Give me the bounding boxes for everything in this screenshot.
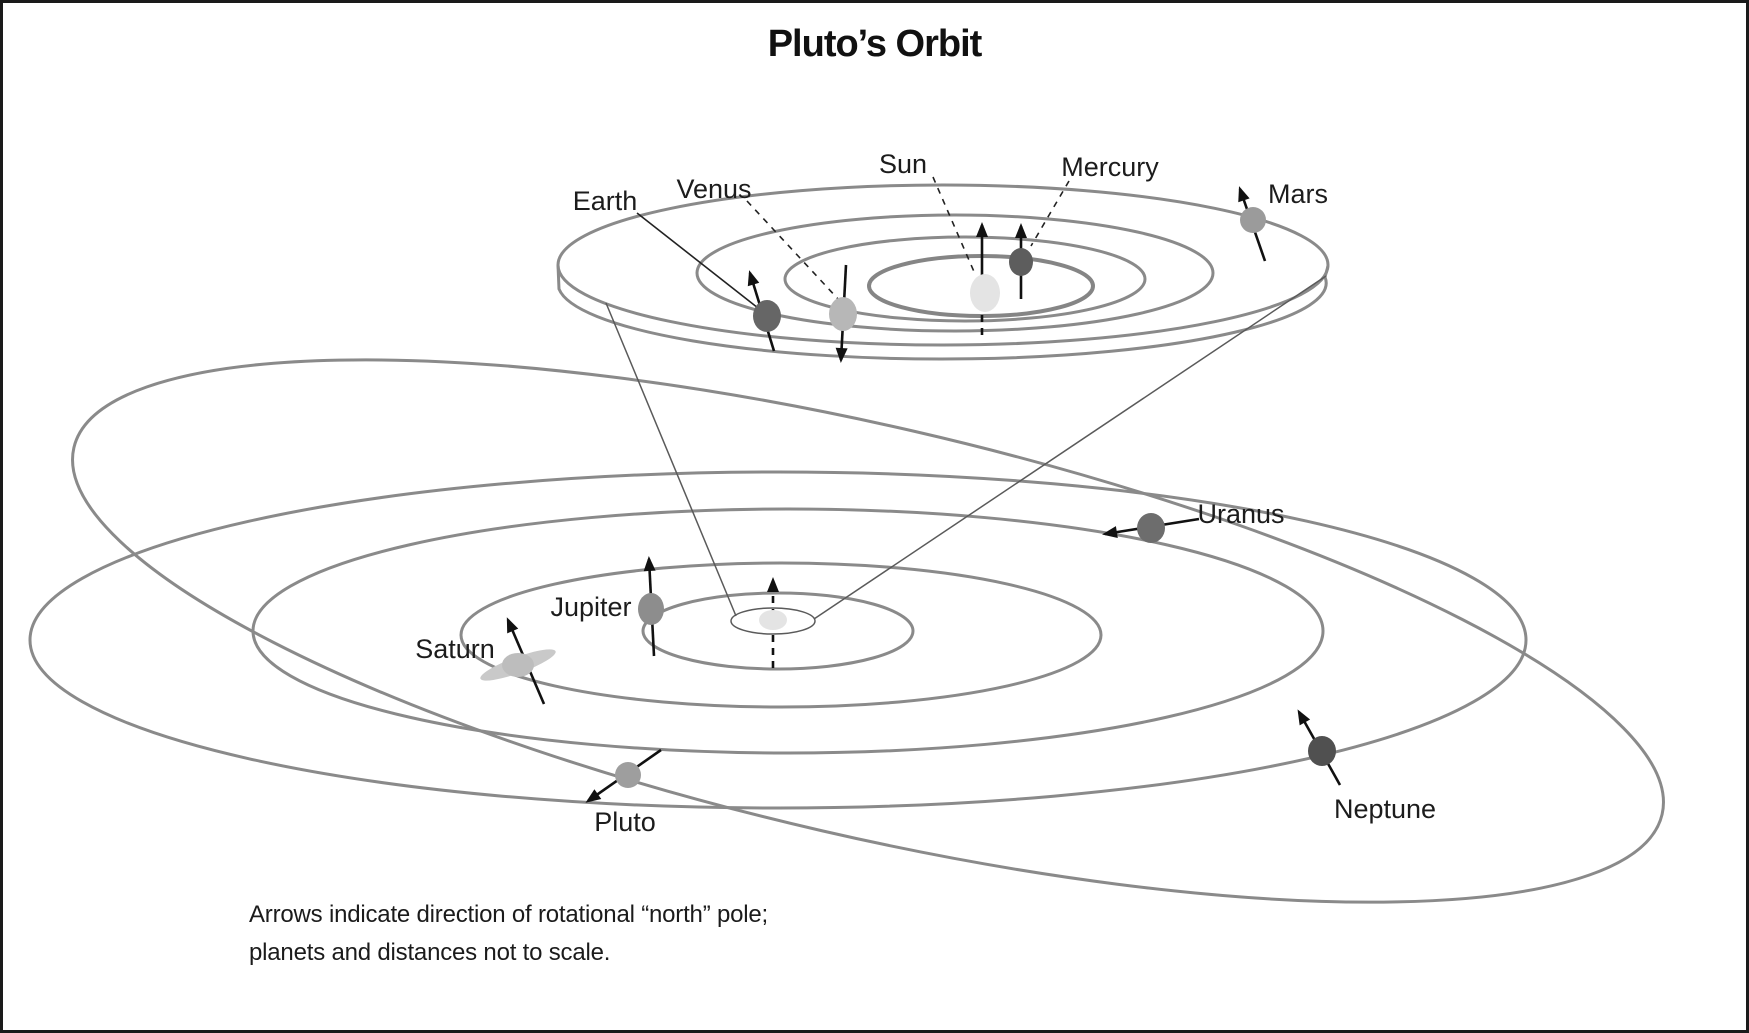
- uranus-label: Uranus: [1197, 499, 1284, 529]
- projection-line-left: [605, 302, 737, 617]
- saturn-orbit: [459, 561, 1103, 709]
- pluto-planet: [615, 762, 641, 788]
- uranus-orbit: [251, 507, 1325, 755]
- caption-line-1: Arrows indicate direction of rotational …: [249, 901, 768, 928]
- pluto-orbit: [71, 358, 1665, 904]
- venus-planet: [829, 297, 857, 331]
- figure-caption: Arrows indicate direction of rotational …: [249, 896, 768, 972]
- earth-leader-line: [636, 212, 759, 309]
- mars-planet: [1240, 207, 1266, 233]
- mercury-leader-line: [1030, 180, 1070, 247]
- caption-line-2: planets and distances not to scale.: [249, 939, 611, 966]
- inner-system-base-ellipse: [730, 607, 816, 635]
- earth-label: Earth: [573, 186, 638, 216]
- sun-label: Sun: [879, 149, 927, 179]
- saturn-label: Saturn: [415, 634, 495, 664]
- sun-upper: [970, 274, 1000, 312]
- neptune-planet: [1308, 736, 1336, 766]
- earth-planet: [753, 300, 781, 332]
- sun-lower: [759, 610, 787, 630]
- jupiter-planet: [638, 593, 664, 625]
- saturn-planet: [502, 653, 534, 677]
- uranus-planet: [1137, 513, 1165, 543]
- mars-label: Mars: [1268, 179, 1328, 209]
- jupiter-label: Jupiter: [550, 592, 631, 622]
- neptune-label: Neptune: [1334, 794, 1436, 824]
- sun-leader-line: [932, 176, 976, 275]
- earth-orbit: [695, 213, 1215, 333]
- orbit-diagram: Earth Venus Sun Mercury Mars Jupiter Sat…: [28, 149, 1665, 904]
- mercury-label: Mercury: [1061, 152, 1159, 182]
- jupiter-orbit: [641, 591, 915, 671]
- projection-line-right: [813, 275, 1327, 620]
- venus-orbit: [783, 235, 1147, 323]
- neptune-orbit: [28, 470, 1528, 810]
- figure-title: Pluto’s Orbit: [767, 23, 983, 65]
- pluto-label: Pluto: [594, 807, 656, 837]
- mercury-planet: [1009, 248, 1033, 276]
- venus-leader-line: [746, 200, 840, 301]
- venus-label: Venus: [676, 174, 751, 204]
